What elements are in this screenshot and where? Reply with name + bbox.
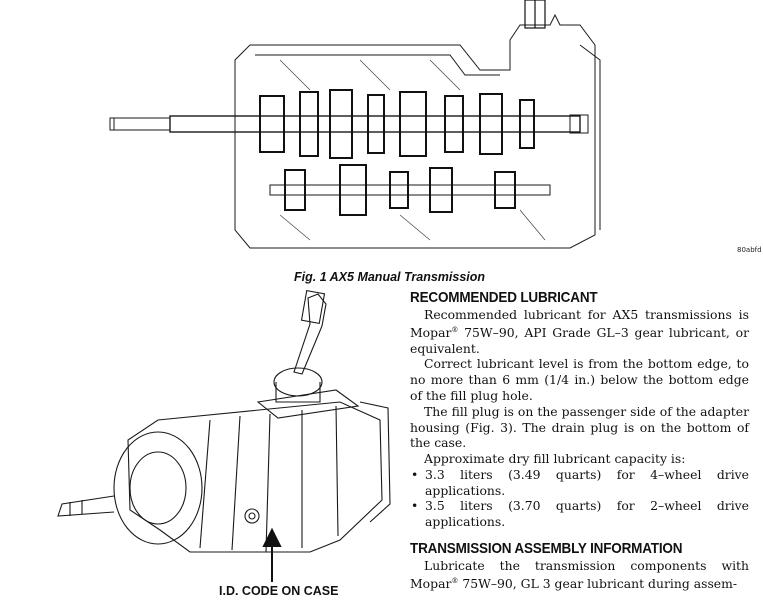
transmission-cross-section-illustration bbox=[109, 0, 601, 249]
paragraph-lubricant-spec-text-a: Recommended lubricant for AX5 transmissi… bbox=[410, 306, 749, 340]
text-column: RECOMMENDED LUBRICANT Recommended lubric… bbox=[410, 290, 749, 592]
bullet-text: 3.5 liters (3.70 quarts) for 2–wheel dri… bbox=[425, 498, 749, 530]
bullet-item-2wd: • 3.5 liters (3.70 quarts) for 2–wheel d… bbox=[411, 498, 749, 530]
figure-1-caption: Fig. 1 AX5 Manual Transmission bbox=[294, 270, 486, 284]
paragraph-assembly-text-b: 75W–90, GL 3 gear lubricant during assem… bbox=[458, 575, 738, 591]
bullet-dot-icon: • bbox=[411, 466, 419, 482]
id-code-callout-label: I.D. CODE ON CASE bbox=[219, 584, 339, 598]
section-heading-assembly-information: TRANSMISSION ASSEMBLY INFORMATION bbox=[410, 540, 683, 558]
paragraph-lubricant-spec-text-b: 75W–90, API Grade GL–3 gear lubricant, o… bbox=[410, 324, 749, 356]
section-heading-recommended-lubricant: RECOMMENDED LUBRICANT bbox=[410, 289, 598, 306]
registered-mark: ® bbox=[451, 576, 459, 585]
bullet-dot-icon: • bbox=[411, 498, 419, 514]
paragraph-fill-plug: The fill plug is on the passenger side o… bbox=[410, 403, 749, 451]
paragraph-capacity-intro: Approximate dry fill lubricant capacity … bbox=[424, 451, 686, 467]
paragraph-lubricant-spec: Recommended lubricant for AX5 transmissi… bbox=[410, 307, 749, 357]
paragraph-assembly-text-a: Lubricate the transmission components wi… bbox=[410, 557, 749, 591]
bullet-item-4wd: • 3.3 liters (3.49 quarts) for 4–wheel d… bbox=[411, 467, 749, 499]
figure-id-code: 80abfd bbox=[737, 246, 762, 254]
bullet-text: 3.3 liters (3.49 quarts) for 4–wheel dri… bbox=[425, 466, 749, 498]
registered-mark: ® bbox=[451, 325, 459, 334]
transmission-exterior-illustration bbox=[57, 290, 391, 582]
paragraph-assembly-lubrication: Lubricate the transmission components wi… bbox=[410, 558, 749, 592]
paragraph-lubricant-level: Correct lubricant level is from the bott… bbox=[410, 356, 749, 403]
